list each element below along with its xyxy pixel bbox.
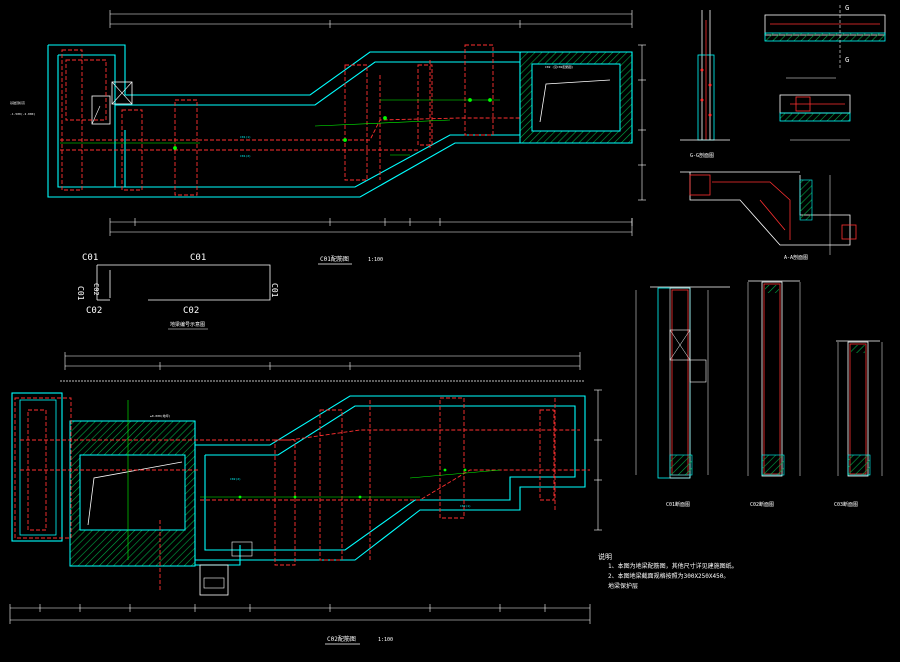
c03-section-title: C03断面图 xyxy=(834,501,858,508)
c02-top-dimensions xyxy=(64,352,581,370)
c02-plan-title: C02配筋图 xyxy=(327,635,356,643)
a-a-section-title: A-A剖面图 xyxy=(784,254,808,261)
svg-text:C02 (见C02配筋图): C02 (见C02配筋图) xyxy=(545,64,573,69)
svg-text:C01(2): C01(2) xyxy=(240,154,251,158)
key-label-c02-bottom-mid: C02 xyxy=(183,306,199,316)
g-g-section-title: G-G剖面图 xyxy=(690,152,714,159)
detail-g-cut-plan: G G xyxy=(764,4,886,79)
svg-text:基础顶标高: 基础顶标高 xyxy=(10,100,25,105)
svg-text:±0.000(地坪): ±0.000(地坪) xyxy=(150,413,171,418)
notes-item-1: 1、本图为地梁配筋图，其他尺寸详见建施图纸。 xyxy=(608,563,738,570)
section-marker-g-top: G xyxy=(845,4,849,12)
c01-bottom-dimensions xyxy=(109,218,633,236)
c02-right-dimensions xyxy=(594,389,602,531)
c02-wall-outline xyxy=(194,395,586,566)
c02-rebar xyxy=(14,397,590,590)
key-label-c01-top-left: C01 xyxy=(82,253,98,263)
key-plan-title: 地梁编号示意图 xyxy=(170,321,205,328)
key-label-c02-bottom-left: C02 xyxy=(86,306,102,316)
c02-reference-lines xyxy=(127,400,501,560)
c01-plan-view: 基础顶标高 -1.500(-2.000) C01(1) C01(2) C02 (… xyxy=(10,10,646,265)
c01-rebar xyxy=(60,44,520,196)
c01-top-dimensions xyxy=(109,10,633,28)
svg-text:C02(2): C02(2) xyxy=(230,477,241,481)
notes-item-3: 地梁保护层 xyxy=(608,583,639,590)
c01-section-title: C01断面图 xyxy=(666,501,690,508)
c01-plan-scale: 1:100 xyxy=(368,257,383,263)
key-label-c01-right: C01 xyxy=(270,283,279,298)
c01-plan-title: C01配筋图 xyxy=(320,255,349,263)
detail-c03-section: C03断面图 xyxy=(834,340,883,508)
c02-section-title: C02断面图 xyxy=(750,501,774,508)
c02-plan-scale: 1:100 xyxy=(378,637,393,643)
svg-text:-1.500(-2.000): -1.500(-2.000) xyxy=(10,112,35,116)
detail-c02-section: C02断面图 xyxy=(747,280,801,508)
key-label-c02-inner: C02 xyxy=(92,283,100,296)
detail-wall-section: G-G剖面图 xyxy=(680,10,730,159)
c02-bottom-dimensions xyxy=(9,604,591,624)
key-plan: C01 C01 C01 C02 C01 C02 C02 地梁编号示意图 xyxy=(76,253,279,330)
c01-pit-box xyxy=(111,81,133,105)
key-label-c01-top-mid: C01 xyxy=(190,253,206,263)
notes-heading: 说明 xyxy=(598,553,612,561)
c01-reference-lines xyxy=(60,99,500,156)
notes-block: 说明 1、本图为地梁配筋图，其他尺寸详见建施图纸。 2、本图地梁截面规格按照为3… xyxy=(598,552,838,592)
c02-small-pit xyxy=(199,564,229,596)
svg-text:C02(1): C02(1) xyxy=(460,504,471,508)
section-marker-g-bottom: G xyxy=(845,56,849,64)
c01-right-dimensions xyxy=(638,44,646,201)
detail-beam-joint xyxy=(779,94,851,141)
key-label-c01-left: C01 xyxy=(76,286,85,301)
notes-item-2: 2、本图地梁截面规格按照为300X250X450。 xyxy=(608,573,730,580)
svg-text:C01(1): C01(1) xyxy=(240,135,251,139)
detail-c01-section: C01断面图 xyxy=(635,286,730,508)
c02-plan-view: ±0.000(地坪) C02(1) C02(2) C02配筋图 1:100 xyxy=(9,352,602,645)
detail-a-a-section: A-A剖面图 xyxy=(680,171,857,261)
